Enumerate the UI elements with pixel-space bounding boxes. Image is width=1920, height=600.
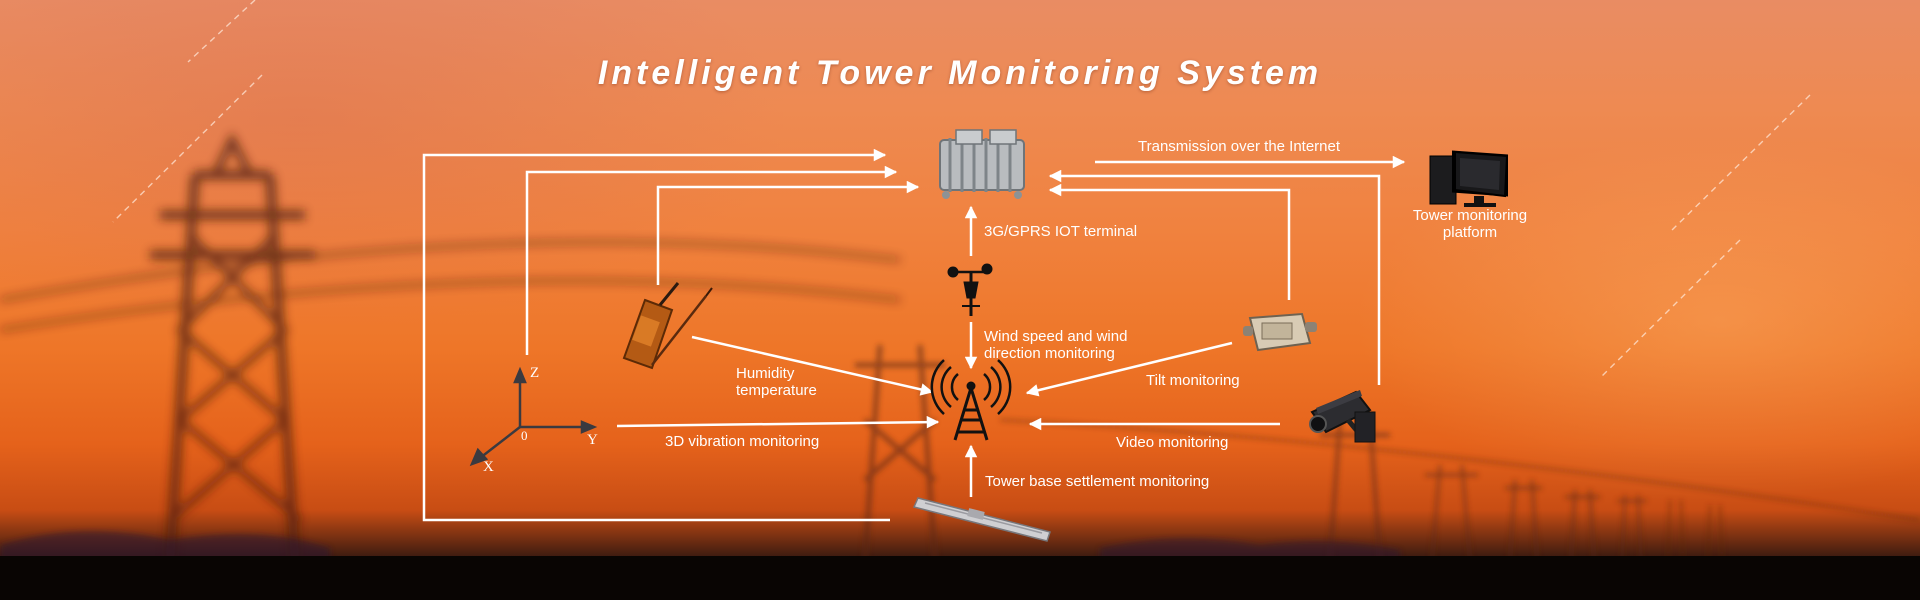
line-tilt-to-terminal	[1048, 183, 1291, 300]
label-transmission: Transmission over the Internet	[1138, 138, 1341, 155]
label-settlement: Tower base settlement monitoring	[985, 473, 1210, 490]
distant-pylons	[855, 344, 1920, 561]
large-pylon-silhouette	[0, 132, 901, 561]
label-wind-line2: direction monitoring	[984, 345, 1115, 362]
axis-label-z: Z	[530, 365, 540, 381]
axis-label-x: X	[483, 459, 494, 475]
line-humidity-to-tower	[691, 335, 934, 396]
label-wind-line1: Wind speed and wind	[984, 328, 1128, 345]
label-vibration: 3D vibration monitoring	[665, 433, 820, 450]
label-terminal: 3G/GPRS IOT terminal	[984, 223, 1138, 240]
label-tilt: Tilt monitoring	[1146, 372, 1240, 389]
tilt-sensor-icon	[1243, 312, 1317, 352]
label-platform-line1: Tower monitoring	[1412, 207, 1528, 224]
monitor-computer-icon	[1429, 150, 1509, 207]
line-settlement-to-terminal	[422, 148, 890, 522]
signal-tower-icon	[930, 359, 1012, 441]
line-humidity-to-terminal	[656, 180, 920, 285]
label-video: Video monitoring	[1116, 434, 1229, 451]
line-vibration-to-tower	[616, 415, 940, 429]
label-wind: Wind speed and wind direction monitoring	[984, 328, 1127, 362]
anemometer-icon	[947, 263, 993, 316]
gateway-device-icon	[939, 129, 1025, 199]
axis-label-y: Y	[587, 432, 598, 448]
settlement-rail-icon	[912, 497, 1051, 542]
xyz-axes-icon	[469, 366, 598, 467]
handheld-sensor-icon	[622, 282, 713, 370]
line-vibration-to-terminal	[525, 165, 898, 355]
line-video-to-terminal	[1048, 169, 1381, 385]
line-tilt-to-tower	[1025, 341, 1233, 397]
label-platform: Tower monitoring platform	[1390, 207, 1550, 241]
decorative-dashes	[112, 0, 1811, 379]
label-platform-line2: platform	[1442, 224, 1498, 241]
cctv-camera-icon	[1309, 390, 1376, 443]
label-humidity-line1: Humidity	[736, 365, 795, 382]
axis-label-origin: 0	[521, 428, 528, 443]
diagram-title: Intelligent Tower Monitoring System	[597, 54, 1323, 92]
label-humidity-line2: temperature	[736, 382, 817, 399]
label-humidity: Humidity temperature	[736, 365, 817, 399]
ground-strip	[0, 556, 1920, 600]
